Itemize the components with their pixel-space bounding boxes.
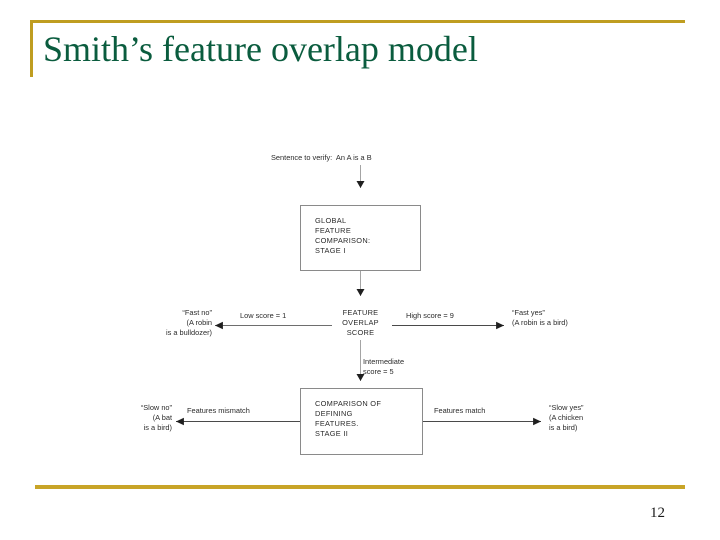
slow-no-outcome-label: “Slow no” (A bat is a bird) — [140, 403, 172, 433]
title-rule-left — [30, 20, 33, 77]
intermediate-score-condition-label: Intermediate score = 5 — [363, 357, 405, 377]
high-score-condition-label: High score = 9 — [406, 311, 454, 320]
input-sentence-label: Sentence to verify: An A is a B — [271, 153, 372, 162]
page-number: 12 — [650, 505, 665, 521]
slow-yes-outcome-label: “Slow yes” (A chicken is a bird) — [549, 403, 584, 433]
page-title: Smith’s feature overlap model — [43, 29, 478, 69]
title-rule-top — [30, 20, 685, 23]
features-mismatch-condition-label: Features mismatch — [187, 406, 250, 415]
low-score-condition-label: Low score = 1 — [240, 311, 287, 320]
footer-rule — [35, 485, 685, 489]
stage1-box: GLOBAL FEATURE COMPARISON: STAGE I — [300, 205, 421, 271]
fast-no-outcome-label: “Fast no” (A robin is a bulldozer) — [165, 308, 212, 338]
stage2-box: COMPARISON OF DEFINING FEATURES. STAGE I… — [300, 388, 423, 455]
feature-overlap-score-label: FEATURE OVERLAP SCORE — [342, 308, 379, 338]
stage2-box-label: COMPARISON OF DEFINING FEATURES. STAGE I… — [315, 399, 382, 438]
features-match-condition-label: Features match — [434, 406, 486, 415]
fast-yes-outcome-label: “Fast yes” (A robin is a bird) — [512, 308, 568, 328]
stage1-box-label: GLOBAL FEATURE COMPARISON: STAGE I — [315, 216, 371, 255]
